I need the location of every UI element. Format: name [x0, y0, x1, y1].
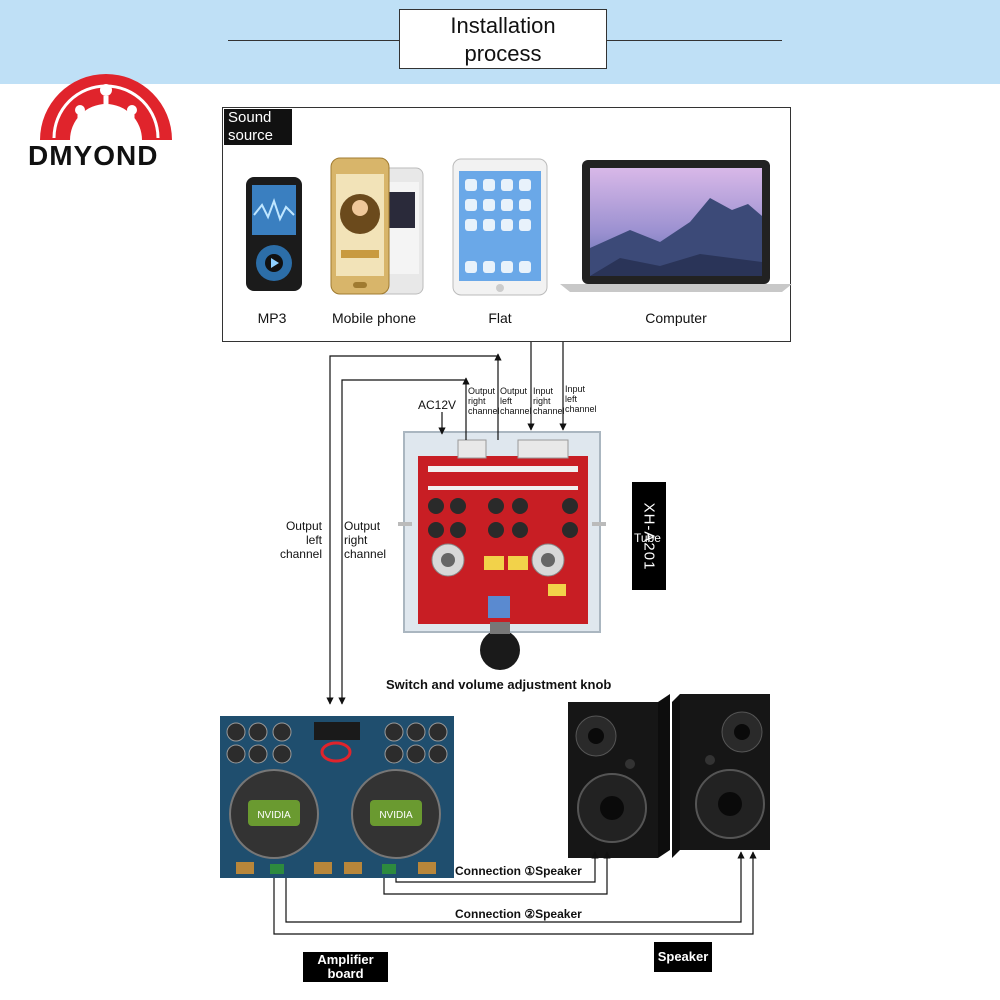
device-label-mobile-phone: Mobile phone	[331, 310, 417, 326]
sound-source-tag: Sound source	[224, 109, 292, 145]
page-title-line1: Installation	[450, 13, 556, 38]
gpu-brand-right: NVIDIA	[379, 810, 413, 821]
connection-2-label: Connection ②Speaker	[455, 907, 582, 921]
wire-connection-2b	[285, 851, 745, 923]
logo-mark	[40, 74, 172, 140]
tablet-icon	[452, 158, 548, 296]
speaker-label: Speaker	[654, 942, 712, 972]
wire-connection-1b	[395, 851, 599, 883]
knob-label: Switch and volume adjustment knob	[386, 677, 612, 692]
wire-output-left	[326, 355, 499, 705]
connection-1-label: Connection ①Speaker	[455, 864, 582, 878]
device-label-mp3: MP3	[257, 310, 287, 326]
wire-connection-2a	[273, 851, 757, 935]
mp3-player-icon	[246, 177, 302, 291]
wire-connection-1a	[383, 851, 611, 895]
tube-label: Tube	[634, 531, 661, 545]
sound-source-tag-line2: source	[228, 127, 274, 144]
model-label: XH-A201	[632, 482, 666, 590]
laptop-icon	[560, 160, 792, 292]
sound-source-tag-line1: Sound	[228, 109, 272, 126]
device-label-computer: Computer	[645, 310, 707, 326]
title-rule-right	[607, 40, 782, 41]
speaker-left-icon	[568, 694, 670, 858]
amplifier-board: NVIDIA NVIDIA	[220, 716, 454, 878]
page-title: Installation process	[399, 9, 607, 69]
speaker-right-icon	[672, 694, 770, 858]
device-label-flat: Flat	[488, 310, 512, 326]
gpu-brand-left: NVIDIA	[257, 810, 291, 821]
mobile-phone-icon	[330, 157, 424, 295]
page-title-line2: process	[464, 41, 542, 66]
logo-brand: DMYOND	[28, 140, 159, 171]
title-rule-left	[228, 40, 399, 41]
power-label: AC12V	[418, 398, 457, 412]
wire-output-right	[338, 379, 467, 705]
tube-preamp-board	[398, 431, 606, 670]
